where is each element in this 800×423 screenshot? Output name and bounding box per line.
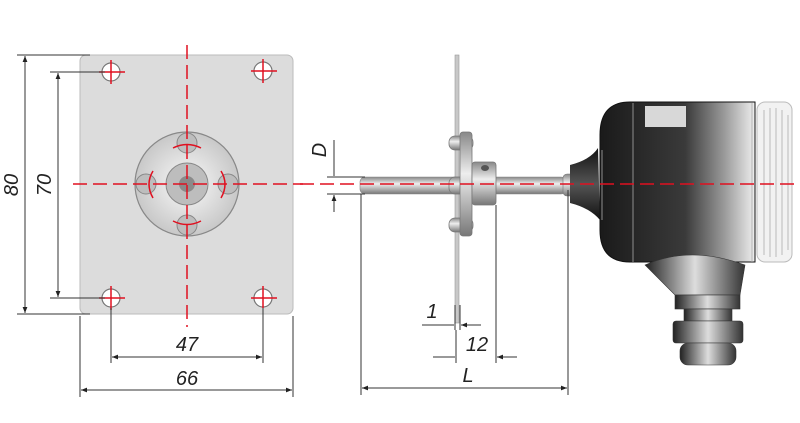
side-view: D 1 12 L xyxy=(300,54,797,395)
dim-label-D: D xyxy=(309,143,331,157)
dim-label-L: L xyxy=(462,365,473,387)
dim-label-47: 47 xyxy=(176,334,199,356)
set-screw xyxy=(481,165,489,171)
dimension-L: L xyxy=(360,190,569,395)
dim-label-66: 66 xyxy=(176,368,199,390)
dimension-12: 12 xyxy=(433,205,517,363)
dimension-D: D xyxy=(309,140,365,212)
cable-gland xyxy=(672,294,744,366)
bolt-arcs xyxy=(148,143,226,226)
dimension-1: 1 xyxy=(422,301,481,330)
front-view: 80 70 47 66 xyxy=(1,45,303,397)
dim-label-80: 80 xyxy=(1,174,23,196)
connector-body xyxy=(644,254,746,296)
cooling-fins xyxy=(756,101,793,263)
sensor-housing xyxy=(599,101,756,263)
dim-label-12: 12 xyxy=(466,334,488,356)
dim-label-1: 1 xyxy=(426,301,437,323)
dimension-47: 47 xyxy=(110,308,264,363)
dimension-66: 66 xyxy=(79,316,294,397)
dimension-80: 80 xyxy=(1,54,90,315)
hole-crosshairs xyxy=(99,59,277,310)
dim-label-70: 70 xyxy=(34,174,56,196)
housing-seams xyxy=(601,103,753,262)
dimension-70: 70 xyxy=(34,71,105,299)
housing-label xyxy=(645,106,686,127)
